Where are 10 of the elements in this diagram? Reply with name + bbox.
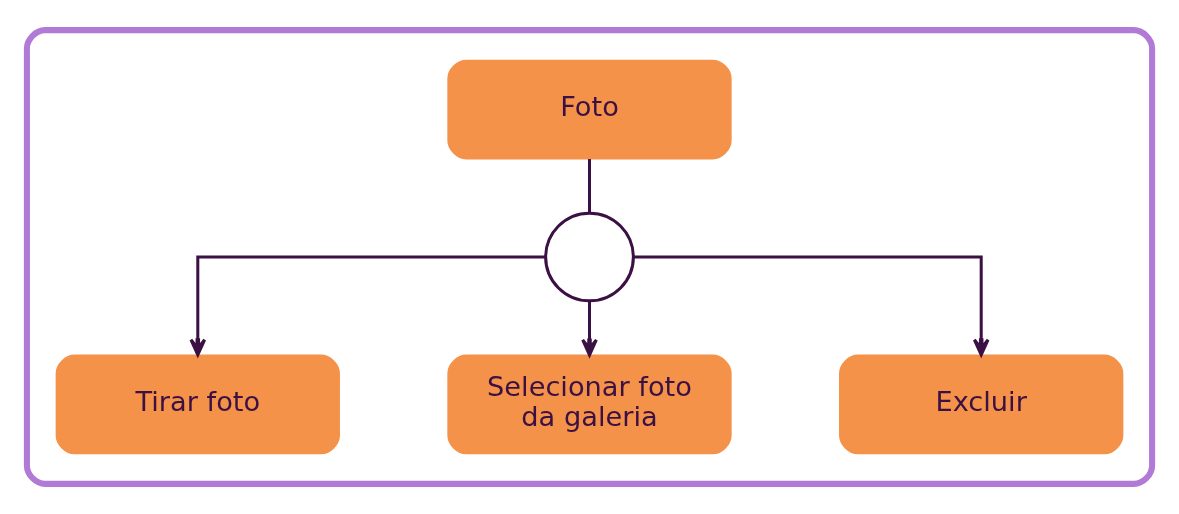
- arrow: [633, 255, 990, 357]
- node-box: Excluir: [839, 354, 1124, 455]
- connector: [588, 159, 591, 213]
- node-box: Selecionar foto da galeria: [447, 354, 732, 455]
- cluster: [23, 27, 1156, 487]
- node-circle: [544, 211, 635, 303]
- arrow: [581, 301, 598, 357]
- node-box: Tirar foto: [55, 354, 340, 455]
- arrow: [189, 255, 546, 357]
- node-box: Foto: [447, 59, 732, 160]
